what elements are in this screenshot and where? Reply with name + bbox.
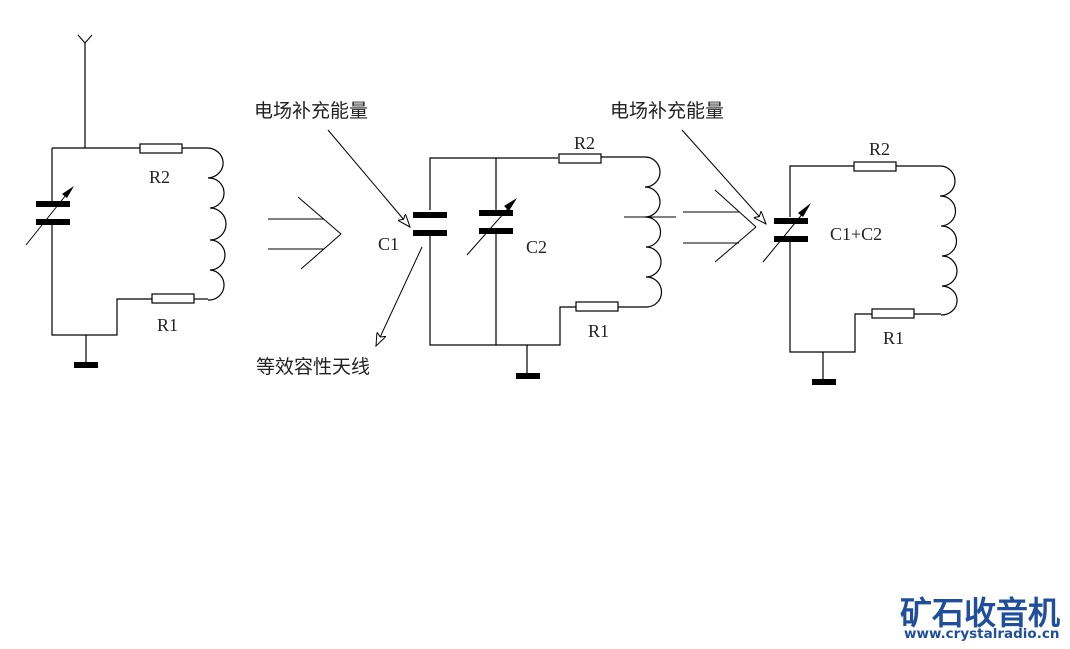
label-c1: C1 <box>378 234 399 254</box>
label-r1: R1 <box>157 315 178 335</box>
label-r2: R2 <box>149 167 170 187</box>
resistor-r1 <box>151 293 195 304</box>
wire-left <box>51 148 152 336</box>
ground-icon <box>812 352 836 385</box>
label-r2: R2 <box>574 133 595 153</box>
circuit-3: C1+C2 R2 R1 <box>762 139 958 385</box>
capacitor-c1-icon <box>413 212 447 236</box>
annotation-arrow-energy-left <box>327 129 410 227</box>
circuit-2: C1 C2 R2 R1 <box>378 133 676 379</box>
label-r1: R1 <box>883 328 904 348</box>
variable-capacitor-c2-icon <box>466 198 517 256</box>
resistor-r2 <box>558 153 602 164</box>
label-r1: R1 <box>588 321 609 341</box>
inductor-coil-icon <box>939 165 958 316</box>
label-r2: R2 <box>869 139 890 159</box>
label-c1-plus-c2: C1+C2 <box>830 224 882 244</box>
circuit-1: R2 R1 <box>25 34 227 368</box>
annotation-arrow-antenna <box>376 246 423 346</box>
variable-capacitor-c1c2-icon <box>762 203 811 263</box>
ground-icon <box>74 335 98 368</box>
resistor-r1 <box>575 301 619 312</box>
annotation-equivalent-antenna: 等效容性天线 <box>256 356 370 378</box>
wire-frame <box>429 157 576 346</box>
transform-arrow-1 <box>268 196 342 270</box>
antenna-icon <box>77 34 93 148</box>
annotation-energy-left: 电场补充能量 <box>254 100 368 122</box>
label-c2: C2 <box>526 237 547 257</box>
annotation-energy-right: 电场补充能量 <box>610 100 724 122</box>
resistor-r2 <box>139 143 183 154</box>
watermark-url: www.crystalradio.cn <box>904 626 1060 642</box>
wire-frame <box>789 165 872 353</box>
watermark-brand: 矿石收音机 <box>900 594 1061 632</box>
annotation-arrow-energy-right <box>681 129 766 224</box>
variable-capacitor-icon <box>25 186 74 246</box>
ground-icon <box>516 345 540 379</box>
resistor-r2 <box>853 161 897 172</box>
transform-arrow-2 <box>683 189 757 263</box>
tapped-inductor-coil-icon <box>644 156 663 308</box>
resistor-r1 <box>871 308 915 319</box>
inductor-coil-icon <box>205 147 227 301</box>
